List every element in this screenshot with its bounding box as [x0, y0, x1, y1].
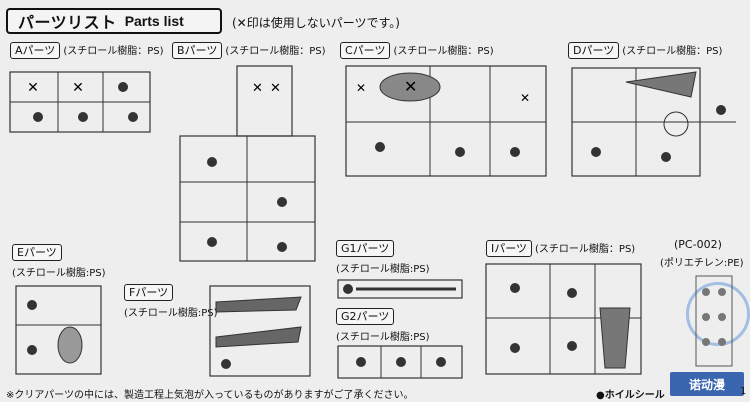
section-g1-header: G1パーツ — [336, 240, 395, 257]
svg-text:✕: ✕ — [252, 81, 263, 96]
watermark-logo-circle — [686, 282, 750, 346]
section-c-label: Cパーツ — [340, 42, 391, 59]
section-pc-label: (PC-002) — [674, 238, 722, 251]
section-g1-runner — [337, 279, 463, 299]
section-d-material: (スチロール樹脂：PS) — [622, 46, 723, 57]
section-i-header: Iパーツ (スチロール樹脂：PS) — [486, 240, 635, 257]
section-d-header: Dパーツ (スチロール樹脂：PS) — [568, 42, 722, 59]
section-e-runner — [15, 285, 102, 375]
svg-text:✕: ✕ — [356, 81, 366, 95]
section-a-label: Aパーツ — [10, 42, 61, 59]
section-a-runner: ✕ ✕ — [9, 71, 151, 133]
svg-text:✕: ✕ — [27, 80, 39, 96]
watermark-badge: 诺动漫 — [670, 372, 744, 396]
section-b-label: Bパーツ — [172, 42, 223, 59]
section-f-material: (スチロール樹脂:PS) — [124, 308, 218, 319]
section-g1-material: (スチロール樹脂:PS) — [336, 264, 430, 275]
section-c-header: Cパーツ (スチロール樹脂：PS) — [340, 42, 494, 59]
section-c-material: (スチロール樹脂：PS) — [393, 46, 494, 57]
section-e-header: Eパーツ — [12, 244, 62, 261]
section-f-label: Fパーツ — [124, 284, 174, 301]
section-e-material: (スチロール樹脂:PS) — [12, 268, 106, 279]
section-i-runner — [485, 263, 642, 375]
unused-parts-note: (✕印は使用しないパーツです。) — [232, 16, 400, 30]
foil-seal-label: ●ホイルシール — [596, 390, 665, 401]
section-a-material: (スチロール樹脂：PS) — [63, 46, 164, 57]
section-f-header: Fパーツ — [124, 284, 174, 301]
svg-text:✕: ✕ — [520, 91, 530, 105]
section-b-header: Bパーツ (スチロール樹脂：PS) — [172, 42, 326, 59]
section-g2-runner — [337, 345, 463, 379]
section-d-label: Dパーツ — [568, 42, 620, 59]
section-a-header: Aパーツ (スチロール樹脂：PS) — [10, 42, 164, 59]
section-c-runner: ✕ ✕ ✕ — [345, 65, 547, 177]
section-g2-label: G2パーツ — [336, 308, 395, 325]
title-japanese: パーツリスト — [18, 13, 117, 32]
section-b-material: (スチロール樹脂：PS) — [225, 46, 326, 57]
section-pc-runner — [695, 275, 733, 367]
clear-parts-note: ※クリアパーツの中には、製造工程上気泡が入っているものがありますがご了承ください… — [6, 390, 414, 401]
svg-text:✕: ✕ — [270, 81, 281, 96]
svg-text:✕: ✕ — [72, 80, 84, 96]
section-b-runner: ✕✕ — [179, 65, 316, 262]
section-i-label: Iパーツ — [486, 240, 533, 257]
section-i-material: (スチロール樹脂：PS) — [535, 244, 636, 255]
section-pc-material: (ポリエチレン:PE) — [660, 258, 744, 269]
section-g2-material: (スチロール樹脂:PS) — [336, 332, 430, 343]
page-number: 1 — [740, 386, 747, 397]
section-e-label: Eパーツ — [12, 244, 62, 261]
section-f-runner — [209, 285, 311, 377]
svg-text:✕: ✕ — [404, 77, 417, 96]
parts-list-title: パーツリスト Parts list — [6, 8, 222, 34]
section-g1-label: G1パーツ — [336, 240, 395, 257]
section-d-runner — [571, 67, 736, 177]
title-english: Parts list — [124, 13, 184, 29]
section-g2-header: G2パーツ — [336, 308, 395, 325]
